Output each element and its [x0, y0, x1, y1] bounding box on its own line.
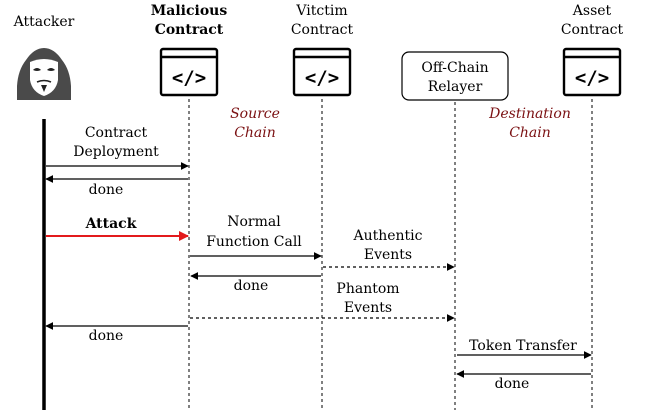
- malicious-contract-label-line1: Malicious: [151, 3, 228, 19]
- attack-done-label: done: [89, 328, 124, 344]
- asset-contract-glyph: </>: [575, 67, 609, 89]
- deploy-done-label: done: [89, 182, 124, 198]
- authentic-events-label-line1: Authentic: [352, 228, 422, 244]
- code-icon: </>: [159, 47, 219, 97]
- victim-contract-glyph: </>: [305, 67, 339, 89]
- code-icon: </>: [562, 47, 622, 97]
- token-transfer-label: Token Transfer: [469, 338, 577, 354]
- attacker-label: Attacker: [13, 14, 75, 30]
- phantom-events-label-line1: Phantom: [336, 281, 399, 297]
- normal-call-label-line2: Function Call: [206, 234, 302, 250]
- source-chain-label-line1: Source: [230, 106, 280, 122]
- normal-call-label-line1: Normal: [227, 214, 281, 230]
- hacker-mask-icon: [17, 48, 71, 100]
- destination-chain-label-line2: Chain: [509, 125, 551, 141]
- destination-chain-label-line1: Destination: [488, 106, 571, 122]
- deploy-label-line2: Deployment: [73, 144, 159, 160]
- deploy-label-line1: Contract: [85, 125, 148, 141]
- relayer-box: [401, 51, 509, 101]
- authentic-events-label-line2: Events: [364, 247, 412, 263]
- victim-contract-label-line2: Contract: [291, 22, 354, 38]
- malicious-contract-glyph: </>: [172, 67, 206, 89]
- asset-contract-label-line2: Contract: [561, 22, 624, 38]
- relayer-label-line2: Relayer: [428, 79, 483, 95]
- attack-label: Attack: [85, 216, 137, 232]
- phantom-events-label-line2: Events: [344, 300, 392, 316]
- relayer-label-line1: Off-Chain: [421, 60, 488, 76]
- code-icon: </>: [292, 47, 352, 97]
- malicious-contract-label-line2: Contract: [155, 22, 224, 38]
- victim-contract-label-line1: Vitctim: [295, 3, 347, 19]
- call-done-label: done: [234, 278, 269, 294]
- asset-contract-label-line1: Asset: [572, 3, 612, 19]
- transfer-done-label: done: [495, 376, 530, 392]
- source-chain-label-line2: Chain: [234, 125, 276, 141]
